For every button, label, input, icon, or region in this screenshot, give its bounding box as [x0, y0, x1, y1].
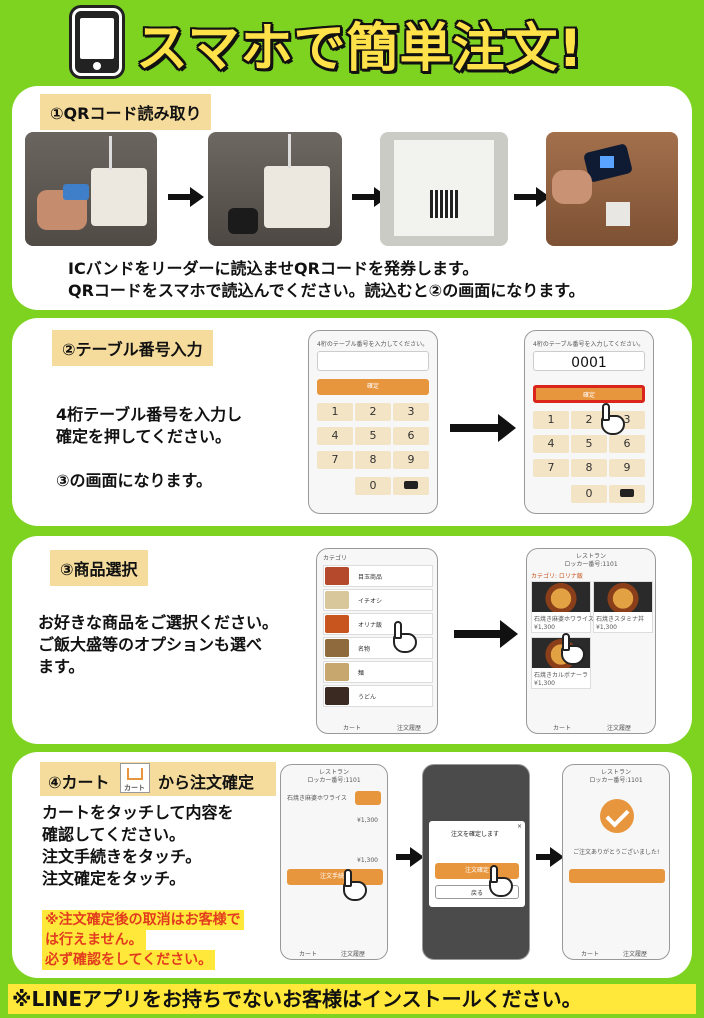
- category-item[interactable]: 目玉商品: [323, 565, 433, 587]
- key-2[interactable]: 2: [355, 403, 391, 421]
- step3-label: ③商品選択: [50, 550, 148, 586]
- dialog-close-icon[interactable]: ×: [517, 823, 523, 830]
- reader-photo: [208, 132, 342, 246]
- arrow-right-icon: [352, 187, 388, 207]
- table-number-screen: 4桁のテーブル番号を入力してください。 確定 1 2 3 4 5 6 7 8 9…: [308, 330, 438, 514]
- cart-screen: レストラン ロッカー番号:1101 石焼き麻婆ホワライス ¥1,300 ¥1,3…: [280, 764, 388, 960]
- warning-line: 必ず確認をしてください。: [42, 950, 216, 970]
- key-7[interactable]: 7: [533, 459, 569, 477]
- step2-label: ②テーブル番号入力: [52, 330, 213, 366]
- warning-line: ※注文確定後の取消はお客様で: [42, 910, 244, 930]
- nav-history[interactable]: 注文履歴: [341, 951, 366, 958]
- nav-cart[interactable]: カート: [581, 951, 600, 958]
- cart-total: ¥1,300: [357, 857, 378, 864]
- cart-edit-button[interactable]: [355, 791, 381, 805]
- category-title: カテゴリ: [323, 555, 348, 562]
- key-0[interactable]: 0: [571, 485, 607, 503]
- key-4[interactable]: 4: [533, 435, 569, 453]
- scan-photo: [546, 132, 678, 246]
- step1-instructions: ICバンドをリーダーに読込ませQRコードを発券します。 QRコードをスマホで読込…: [68, 259, 585, 300]
- key-8[interactable]: 8: [571, 459, 607, 477]
- food-item[interactable]: 石焼き麻婆ホワライス¥1,300: [531, 581, 594, 633]
- key-9[interactable]: 9: [393, 451, 429, 469]
- menu-screen: レストラン ロッカー番号:1101 カテゴリ: ロリナ飯 石焼き麻婆ホワライス¥…: [526, 548, 656, 734]
- footer-notice: ※LINEアプリをお持ちでないお客様はインストールください。: [8, 984, 696, 1014]
- category-item[interactable]: イチオシ: [323, 589, 433, 611]
- key-9[interactable]: 9: [609, 459, 645, 477]
- order-complete-screen: レストラン ロッカー番号:1101 ご注文ありがとうございました! カート 注文…: [562, 764, 670, 960]
- arrow-right-icon: [168, 187, 204, 207]
- menu-header: レストラン ロッカー番号:1101: [564, 553, 618, 568]
- step2-panel: ②テーブル番号入力 4桁テーブル番号を入力し 確定を押してください。 ③の画面に…: [12, 318, 692, 526]
- dialog-confirm-button[interactable]: 注文確定: [435, 863, 519, 879]
- key-7[interactable]: 7: [317, 451, 353, 469]
- key-5[interactable]: 5: [571, 435, 607, 453]
- table-number-prompt: 4桁のテーブル番号を入力してください。: [533, 341, 645, 348]
- nav-history[interactable]: 注文履歴: [623, 951, 648, 958]
- header: スマホで簡単注文!: [0, 0, 704, 80]
- dialog-title: 注文を確定します: [451, 831, 500, 838]
- step3-instructions: お好きな商品をご選択ください。 ご飯大盛等のオプションも選べ ます。: [38, 613, 279, 676]
- arrow-right-icon: [536, 847, 564, 867]
- step4-instructions: カートをタッチして内容を 確認してください。 注文手続きをタッチ。 注文確定をタ…: [42, 803, 234, 888]
- category-item[interactable]: 麺: [323, 661, 433, 683]
- key-3[interactable]: 3: [393, 403, 429, 421]
- warning-line: は行えません。: [42, 930, 146, 950]
- cart-item-price: ¥1,300: [357, 817, 378, 824]
- arrow-right-icon: [454, 620, 518, 648]
- key-1[interactable]: 1: [533, 411, 569, 429]
- qr-ticket-photo: [380, 132, 508, 246]
- table-number-input[interactable]: 0001: [533, 351, 645, 371]
- arrow-right-icon: [450, 414, 516, 442]
- table-number-prompt: 4桁のテーブル番号を入力してください。: [317, 341, 429, 348]
- arrow-right-icon: [514, 187, 550, 207]
- backspace-key-icon[interactable]: [393, 477, 429, 495]
- step1-label: ①QRコード読み取り: [40, 94, 212, 130]
- arrow-right-icon: [396, 847, 424, 867]
- smartphone-icon: [72, 8, 122, 76]
- table-number-entered-screen: 4桁のテーブル番号を入力してください。 0001 確定 1 2 3 4 5 6 …: [524, 330, 654, 514]
- nav-cart[interactable]: カート: [553, 725, 572, 732]
- step4-panel: ④カート カート から注文確定 カートをタッチして内容を 確認してください。 注…: [12, 752, 692, 978]
- step4-label: ④カート カート から注文確定: [40, 762, 276, 796]
- category-item[interactable]: オリナ飯: [323, 613, 433, 635]
- backspace-key-icon[interactable]: [609, 485, 645, 503]
- nav-history[interactable]: 注文履歴: [607, 725, 632, 732]
- category-screen: カテゴリ 目玉商品 イチオシ オリナ飯 名物 麺 うどん カート 注文履歴: [316, 548, 438, 734]
- key-8[interactable]: 8: [355, 451, 391, 469]
- cart-icon: カート: [120, 763, 150, 793]
- confirm-dialog-screen: 注文を確定します 注文確定 戻る ×: [422, 764, 530, 960]
- pointing-hand-icon: [597, 403, 627, 437]
- top-button[interactable]: [569, 869, 665, 883]
- check-icon: [600, 799, 634, 833]
- step2-instructions: 4桁テーブル番号を入力し 確定を押してください。 ③の画面になります。: [56, 405, 243, 490]
- confirm-button[interactable]: 確定: [533, 385, 645, 403]
- key-5[interactable]: 5: [355, 427, 391, 445]
- pointing-hand-icon: [339, 869, 369, 903]
- key-4[interactable]: 4: [317, 427, 353, 445]
- confirm-button[interactable]: 確定: [317, 379, 429, 395]
- pointing-hand-icon: [485, 865, 515, 899]
- key-2[interactable]: 2: [571, 411, 607, 429]
- cart-item-name: 石焼き麻婆ホワライス: [287, 795, 347, 802]
- nav-cart[interactable]: カート: [343, 725, 362, 732]
- page-title: スマホで簡単注文!: [136, 19, 584, 79]
- key-0[interactable]: 0: [355, 477, 391, 495]
- pointing-hand-icon: [389, 621, 419, 655]
- pointing-hand-icon: [557, 633, 587, 667]
- table-number-input[interactable]: [317, 351, 429, 371]
- thanks-message: ご注文ありがとうございました!: [573, 849, 660, 856]
- step1-panel: ①QRコード読み取り ICバンドをリーダーに読込ませQRコードを発券します。 Q…: [12, 86, 692, 310]
- category-item[interactable]: うどん: [323, 685, 433, 707]
- key-6[interactable]: 6: [393, 427, 429, 445]
- key-1[interactable]: 1: [317, 403, 353, 421]
- subcategory-label: カテゴリ: ロリナ飯: [531, 573, 583, 580]
- food-item[interactable]: 石焼きスタミナ丼¥1,300: [593, 581, 653, 633]
- key-6[interactable]: 6: [609, 435, 645, 453]
- nav-cart[interactable]: カート: [299, 951, 318, 958]
- nav-history[interactable]: 注文履歴: [397, 725, 422, 732]
- step3-panel: ③商品選択 お好きな商品をご選択ください。 ご飯大盛等のオプションも選べ ます。…: [12, 536, 692, 744]
- ic-band-photo: [25, 132, 157, 246]
